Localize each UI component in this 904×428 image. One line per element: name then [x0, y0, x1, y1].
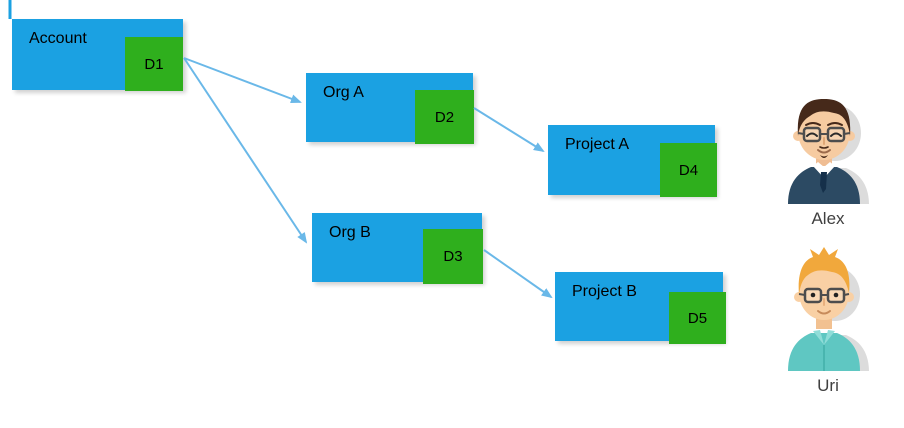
edge-d2-project-a	[473, 107, 545, 153]
node-project-a-label: Project A	[565, 136, 630, 153]
node-org-b-label: Org B	[329, 224, 371, 241]
alex-avatar	[788, 99, 869, 204]
user-alex-name: Alex	[811, 209, 845, 228]
user-alex: Alex	[776, 92, 880, 229]
user-uri-name: Uri	[817, 376, 839, 395]
badge-d4: D4	[660, 143, 717, 197]
edge-d3-project-b	[483, 249, 553, 299]
edge-d1-org-a	[183, 57, 302, 104]
edge-d1-org-b	[183, 57, 308, 244]
badge-d3: D3	[423, 229, 483, 284]
node-account-label: Account	[29, 30, 87, 47]
badge-d5: D5	[669, 292, 726, 344]
badge-d2: D2	[415, 90, 474, 144]
node-project-b-label: Project B	[572, 283, 637, 300]
user-uri: Uri	[776, 247, 880, 396]
uri-avatar	[788, 247, 869, 371]
badge-d1: D1	[125, 37, 183, 91]
node-org-a-label: Org A	[323, 84, 364, 101]
